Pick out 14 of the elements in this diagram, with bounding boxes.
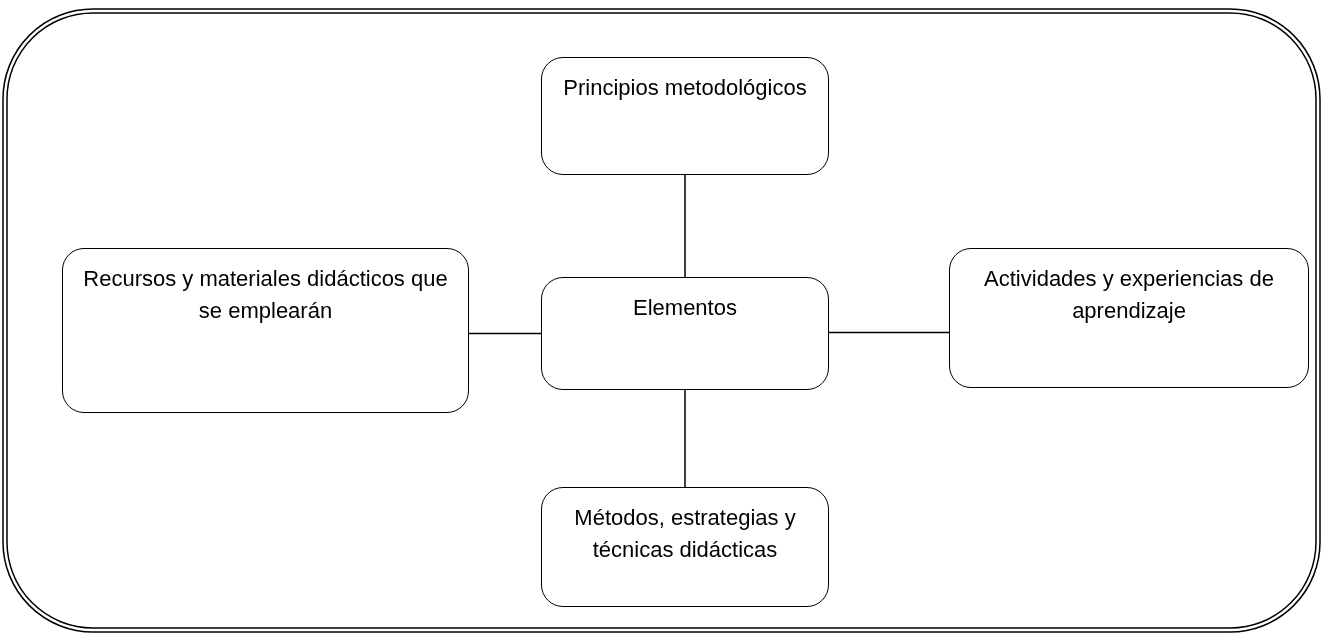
box-label: Elementos — [632, 294, 738, 322]
rounded-box — [62, 248, 469, 413]
box-label: Actividades y experiencias de aprendizaje — [983, 265, 1275, 325]
box-label: Recursos y materiales didácticos que se emplearán — [82, 265, 449, 325]
rounded-box — [541, 277, 829, 390]
connector-line — [468, 332, 542, 335]
box-label: Métodos, estrategias y técnicas didácticas — [573, 504, 797, 564]
connector-line — [828, 331, 950, 334]
connector-line — [684, 389, 686, 488]
rounded-box — [541, 487, 829, 607]
connector-line — [684, 174, 686, 278]
rounded-box — [541, 57, 829, 175]
box-label: Principios metodológicos — [562, 74, 808, 102]
rounded-box — [949, 248, 1309, 388]
